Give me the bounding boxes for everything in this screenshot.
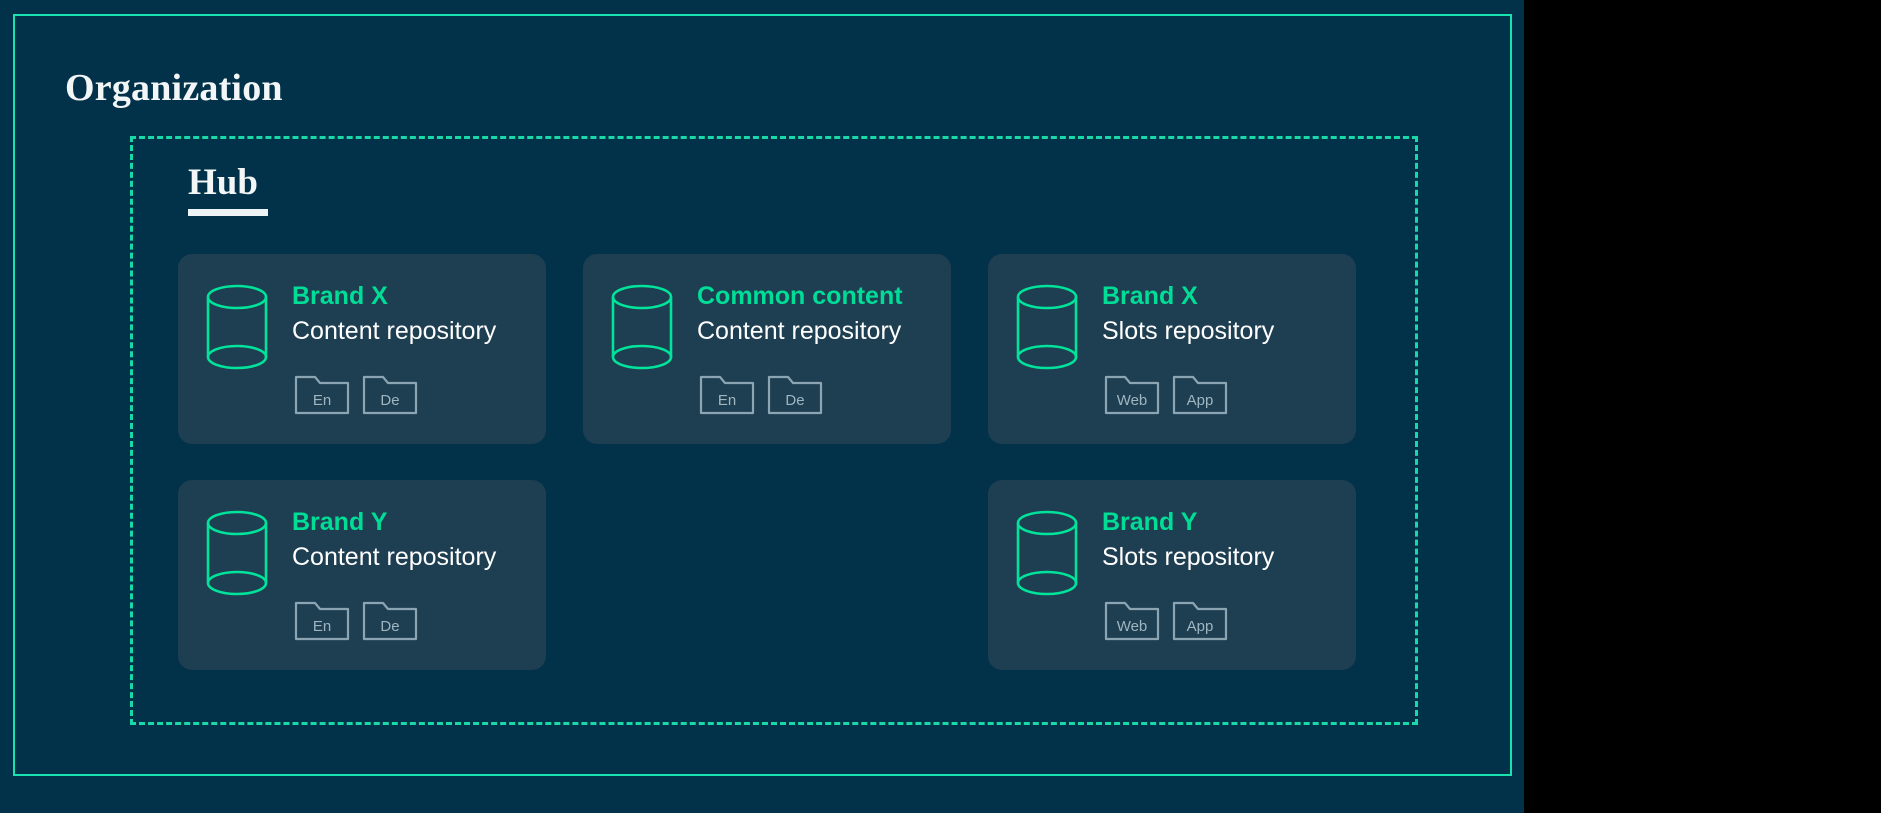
folder-label: Web (1116, 392, 1148, 409)
repository-card-brand-x-content[interactable]: Brand X Content repository En (178, 254, 546, 444)
card-subtitle: Content repository (292, 542, 497, 571)
folder-label: De (785, 392, 805, 409)
database-cylinder-icon (609, 283, 675, 371)
card-title: Brand X (1102, 282, 1198, 310)
repository-card-brand-y-slots[interactable]: Brand Y Slots repository Web (988, 480, 1356, 670)
card-subtitle: Content repository (292, 316, 497, 345)
card-title: Brand Y (1102, 508, 1198, 536)
card-chip-row: Web App (1104, 597, 1228, 641)
folder-label: Web (1116, 618, 1148, 635)
folder-icon[interactable]: De (362, 371, 418, 415)
card-title: Common content (697, 282, 903, 310)
organization-boundary: Organization Hub (13, 14, 1512, 776)
card-subtitle: Slots repository (1102, 542, 1275, 571)
folder-icon[interactable]: En (294, 371, 350, 415)
folder-icon[interactable]: App (1172, 371, 1228, 415)
card-chip-row: Web App (1104, 371, 1228, 415)
folder-label: En (717, 392, 737, 409)
hub-title: Hub (188, 162, 258, 203)
hub-title-group: Hub (188, 162, 268, 216)
card-subtitle: Content repository (697, 316, 902, 345)
folder-icon[interactable]: En (699, 371, 755, 415)
card-chip-row: En De (294, 597, 418, 641)
hub-boundary: Hub (130, 136, 1418, 725)
card-chip-row: En De (294, 371, 418, 415)
card-subtitle: Slots repository (1102, 316, 1275, 345)
folder-label: En (312, 618, 332, 635)
repository-card-brand-y-content[interactable]: Brand Y Content repository En (178, 480, 546, 670)
folder-icon[interactable]: De (362, 597, 418, 641)
folder-label: De (380, 392, 400, 409)
database-cylinder-icon (1014, 509, 1080, 597)
card-chip-row: En De (699, 371, 823, 415)
repository-card-common-content[interactable]: Common content Content repository En (583, 254, 951, 444)
folder-label: App (1186, 392, 1214, 409)
card-title: Brand Y (292, 508, 388, 536)
database-cylinder-icon (204, 509, 270, 597)
folder-icon[interactable]: De (767, 371, 823, 415)
database-cylinder-icon (1014, 283, 1080, 371)
card-title: Brand X (292, 282, 388, 310)
folder-label: De (380, 618, 400, 635)
organization-title: Organization (65, 67, 283, 109)
folder-label: App (1186, 618, 1214, 635)
hub-title-underline (188, 208, 268, 216)
folder-icon[interactable]: En (294, 597, 350, 641)
database-cylinder-icon (204, 283, 270, 371)
folder-icon[interactable]: App (1172, 597, 1228, 641)
repository-card-brand-x-slots[interactable]: Brand X Slots repository Web (988, 254, 1356, 444)
page-surface: Organization Hub (0, 0, 1524, 813)
folder-icon[interactable]: Web (1104, 371, 1160, 415)
folder-label: En (312, 392, 332, 409)
folder-icon[interactable]: Web (1104, 597, 1160, 641)
